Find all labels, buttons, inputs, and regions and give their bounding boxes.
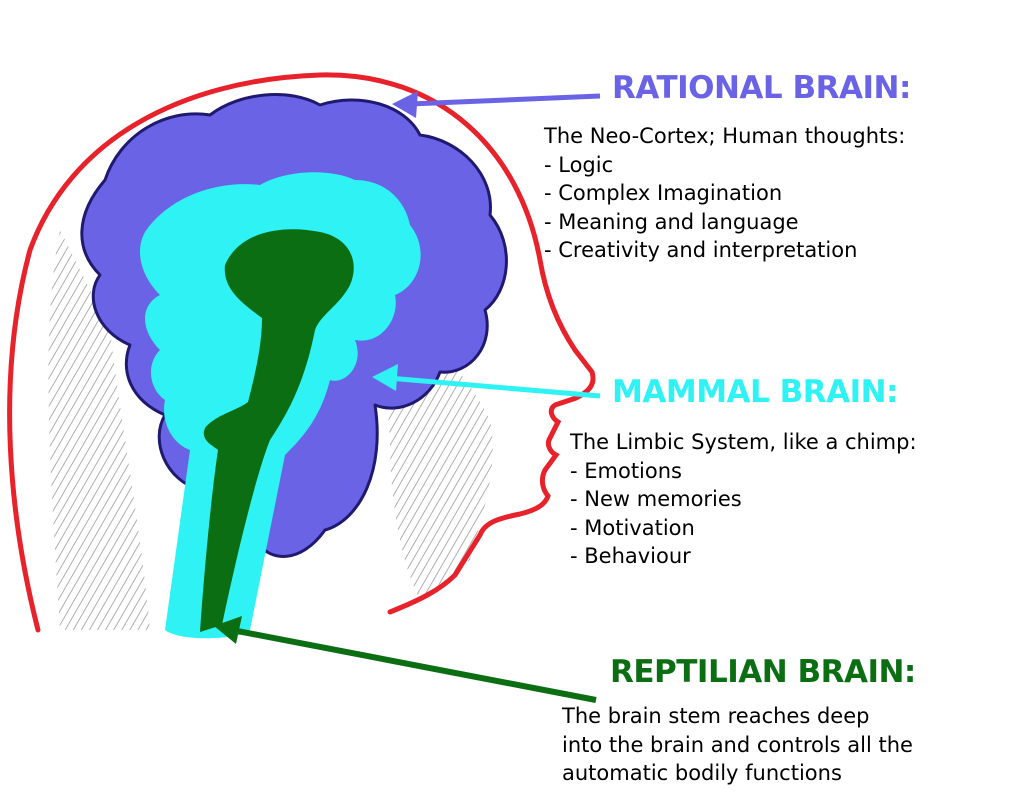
rational-pointer-arrow — [392, 91, 601, 118]
description-line: - Logic — [544, 152, 614, 177]
description-line: - Behaviour — [570, 544, 691, 568]
head-outline — [7, 72, 596, 633]
mammal-brain-heading: MAMMAL BRAIN: — [612, 374, 898, 410]
description-line: - Complex Imagination — [544, 181, 783, 205]
description-line: - Creativity and interpretation — [544, 238, 858, 262]
description-line: The brain stem reaches deep — [562, 704, 870, 728]
description-line: automatic bodily functions — [562, 761, 842, 785]
rational-brain-description: The Neo-Cortex; Human thoughts: - Logic … — [544, 122, 905, 265]
description-line: into the brain and controls all the — [562, 732, 913, 757]
head-shading — [48, 230, 493, 630]
reptilian-brain-description: The brain stem reaches deep into the bra… — [562, 702, 913, 788]
description-line: - Meaning and language — [544, 209, 799, 234]
description-line: - Emotions — [570, 458, 682, 483]
description-line: The Neo-Cortex; Human thoughts: — [544, 124, 906, 148]
rational-brain-heading: RATIONAL BRAIN: — [612, 70, 911, 106]
description-line: The Limbic System, like a chimp: — [570, 430, 917, 454]
reptilian-brain-region — [200, 229, 354, 632]
mammal-pointer-arrow — [372, 364, 601, 399]
mammal-brain-description: The Limbic System, like a chimp: - Emoti… — [570, 428, 917, 571]
description-line: - New memories — [570, 487, 742, 511]
description-line: - Motivation — [570, 515, 695, 540]
reptilian-pointer-arrow — [214, 616, 597, 703]
reptilian-brain-heading: REPTILIAN BRAIN: — [610, 654, 916, 690]
